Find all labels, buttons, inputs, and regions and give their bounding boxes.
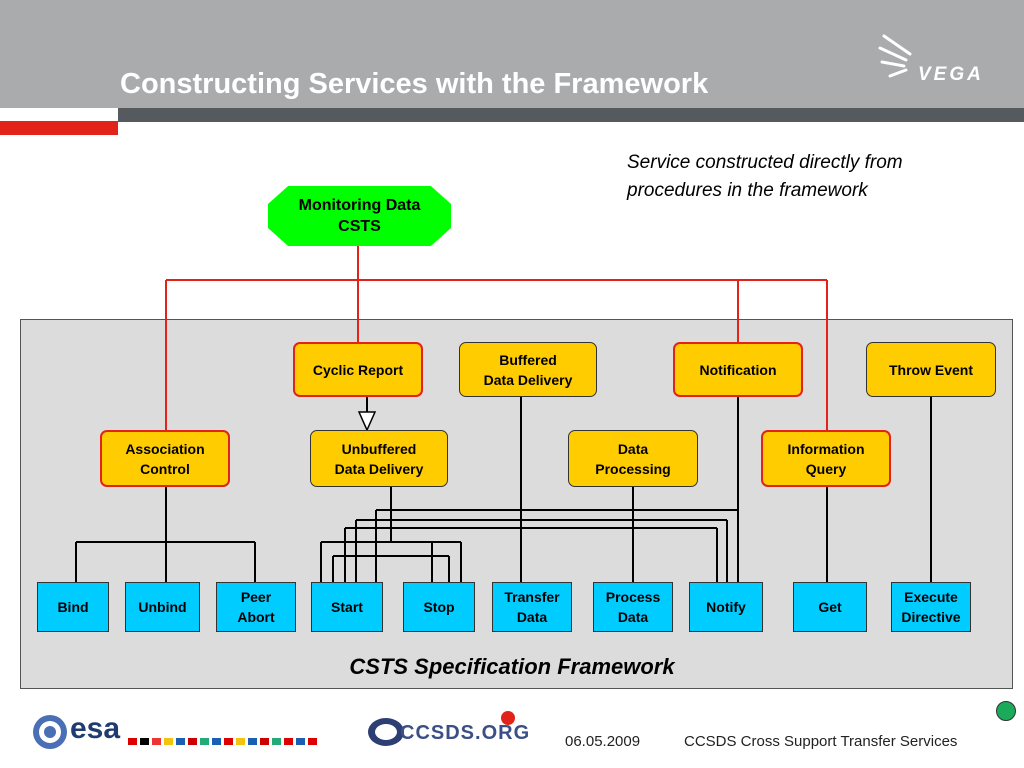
procedure-label: Cyclic Report xyxy=(312,361,404,378)
header-divider xyxy=(118,108,1024,122)
procedure-label: Throw Event xyxy=(888,361,973,378)
service-label-line: CSTS xyxy=(338,218,381,235)
procedure-label: Buffered xyxy=(499,351,557,368)
operation-unbind: Unbind xyxy=(125,582,200,632)
operation-label: Unbind xyxy=(138,599,187,615)
operation-label: Bind xyxy=(57,599,89,615)
procedure-information-query: Information Query xyxy=(761,430,891,487)
procedure-cyclic-report: Cyclic Report xyxy=(293,342,423,397)
procedure-data-processing: Data Processing xyxy=(568,430,698,487)
operation-label: Data xyxy=(516,609,548,625)
operation-execute-directive: Execute Directive xyxy=(891,582,971,632)
operation-start: Start xyxy=(311,582,383,632)
operation-label: Transfer xyxy=(504,589,560,605)
operation-label: Directive xyxy=(901,609,961,625)
footer-date: 06.05.2009 xyxy=(565,733,641,750)
footer-title: CCSDS Cross Support Transfer Services xyxy=(684,733,958,750)
nested-line-1 xyxy=(332,555,450,582)
vega-logo-icon xyxy=(878,34,912,78)
operation-get: Get xyxy=(793,582,867,632)
nested-line-2 xyxy=(344,527,718,582)
operation-process-data: Process Data xyxy=(593,582,673,632)
ccsds-logo-text: CCSDS.ORG xyxy=(400,722,531,744)
procedure-notification: Notification xyxy=(673,342,803,397)
operation-bind: Bind xyxy=(37,582,109,632)
slide-note: Service constructed directly from proced… xyxy=(627,149,903,205)
operation-label: Start xyxy=(331,599,363,615)
operation-label: Get xyxy=(818,599,842,615)
operation-label: Notify xyxy=(706,599,746,615)
slide-note-line: Service constructed directly from xyxy=(627,152,903,173)
inheritance-arrow xyxy=(357,411,377,432)
member-flags-icon xyxy=(128,738,317,745)
procedure-label: Control xyxy=(140,460,190,477)
service-octagon xyxy=(268,186,451,246)
status-dot-icon xyxy=(996,701,1016,721)
procedure-label: Data Delivery xyxy=(334,460,424,477)
nested-line-5 xyxy=(420,541,433,582)
procedure-label: Notification xyxy=(699,361,777,378)
service-label-line: Monitoring Data xyxy=(298,197,421,214)
procedure-buffered-data-delivery: Buffered Data Delivery xyxy=(459,342,597,397)
slide-header xyxy=(0,0,1024,108)
esa-logo-text: esa xyxy=(70,712,121,745)
procedure-label: Query xyxy=(805,460,847,477)
procedure-unbuffered-data-delivery: Unbuffered Data Delivery xyxy=(310,430,448,487)
procedure-label: Processing xyxy=(595,460,671,477)
procedure-label: Information xyxy=(787,440,865,457)
operation-label: Execute xyxy=(904,589,958,605)
association-tree xyxy=(75,487,256,582)
operation-label: Stop xyxy=(423,599,455,615)
procedure-label: Data xyxy=(617,440,649,457)
header-accent-bar xyxy=(0,121,118,135)
unbuffered-fan xyxy=(320,487,462,582)
vega-logo-text: VEGA xyxy=(918,64,984,85)
ccsds-logo-icon xyxy=(368,711,515,746)
framework-label: CSTS Specification Framework xyxy=(349,654,675,679)
operation-peer-abort: Peer Abort xyxy=(216,582,296,632)
operation-transfer-data: Transfer Data xyxy=(492,582,572,632)
service-monitoring-data-csts: Monitoring Data CSTS xyxy=(269,187,450,245)
procedure-label: Association xyxy=(125,440,205,457)
operation-stop: Stop xyxy=(403,582,475,632)
slide-title: Constructing Services with the Framework xyxy=(120,68,709,100)
operation-notify: Notify xyxy=(689,582,763,632)
procedure-throw-event: Throw Event xyxy=(866,342,996,397)
nested-line-3 xyxy=(355,519,728,582)
esa-logo-icon xyxy=(33,715,67,749)
procedure-label: Data Delivery xyxy=(483,371,573,388)
operation-label: Abort xyxy=(237,609,275,625)
procedure-label: Unbuffered xyxy=(341,440,417,457)
slide-note-line: procedures in the framework xyxy=(627,180,868,201)
operation-label: Peer xyxy=(240,589,272,605)
operation-label: Process xyxy=(605,589,661,605)
procedure-association-control: Association Control xyxy=(100,430,230,487)
operation-label: Data xyxy=(617,609,649,625)
nested-line-4 xyxy=(375,509,738,582)
